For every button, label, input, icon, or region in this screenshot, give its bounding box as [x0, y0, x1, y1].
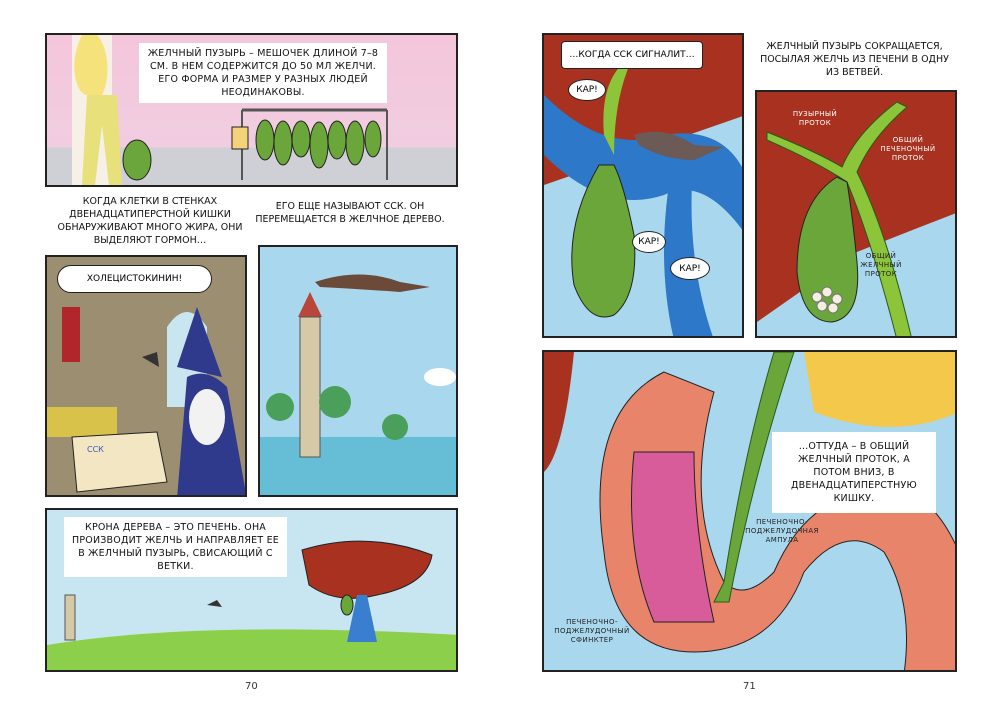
label-common-bile-duct: Общий желчный проток — [860, 252, 902, 278]
panel-crow-signal: …когда ССК сигналит… Кар! Кар! Кар! — [542, 33, 744, 338]
caption-common-bile-duct: …оттуда – в общий желчный проток, а пото… — [772, 432, 936, 513]
speech-bubble-caw-1: Кар! — [568, 79, 606, 101]
panel-liver-tree: Крона дерева – это печень. Она производи… — [45, 508, 458, 672]
wizard-illustration — [47, 257, 245, 495]
caption-gallbladder-size: Желчный пузырь – мешочек длиной 7–8 см. … — [139, 43, 387, 103]
label-sphincter: Печеночно-поджелудочный сфинктер — [554, 618, 630, 644]
duodenum-illustration — [544, 352, 955, 670]
caption-cck-signals: …когда ССК сигналит… — [561, 41, 703, 69]
caption-gallbladder-contracts: Желчный пузырь сокращается, посылая желч… — [760, 41, 949, 78]
label-ampulla: Печеночно-поджелудочная ампула — [745, 518, 819, 544]
bile-ducts-illustration — [757, 101, 955, 336]
page-number-left: 70 — [245, 681, 258, 692]
tower-bird-illustration — [260, 274, 456, 495]
page-number-right: 71 — [743, 681, 756, 692]
caption-liver-crown: Крона дерева – это печень. Она производи… — [64, 517, 287, 577]
liver-tree-illustration — [47, 540, 456, 670]
label-cystic-duct: Пузырный проток — [792, 110, 838, 127]
speech-bubble-cholecystokinin: Холецистокинин! — [57, 265, 212, 293]
panel-tower-sky — [258, 245, 458, 497]
crow-vessel-illustration — [544, 55, 742, 336]
panel-duodenum: …оттуда – в общий желчный проток, а пото… — [542, 350, 957, 672]
speech-bubble-caw-2: Кар! — [632, 231, 666, 253]
panel-gallbladder-rack: Желчный пузырь – мешочек длиной 7–8 см. … — [45, 33, 458, 187]
speech-bubble-caw-3: Кар! — [670, 257, 710, 280]
caption-cells: Когда клетки в стенках двенадцатиперстно… — [57, 196, 243, 246]
caption-cck: Его еще называют ССК. Он перемещается в … — [255, 201, 445, 225]
panel-wizard: Холецистокинин! ССК — [45, 255, 247, 497]
label-common-hepatic-duct: Общий печеночный проток — [880, 136, 936, 162]
book-text: ССК — [87, 445, 104, 454]
rack-illustration — [72, 35, 388, 185]
panel-bile-ducts: Пузырный проток Общий печеночный проток … — [755, 90, 957, 338]
